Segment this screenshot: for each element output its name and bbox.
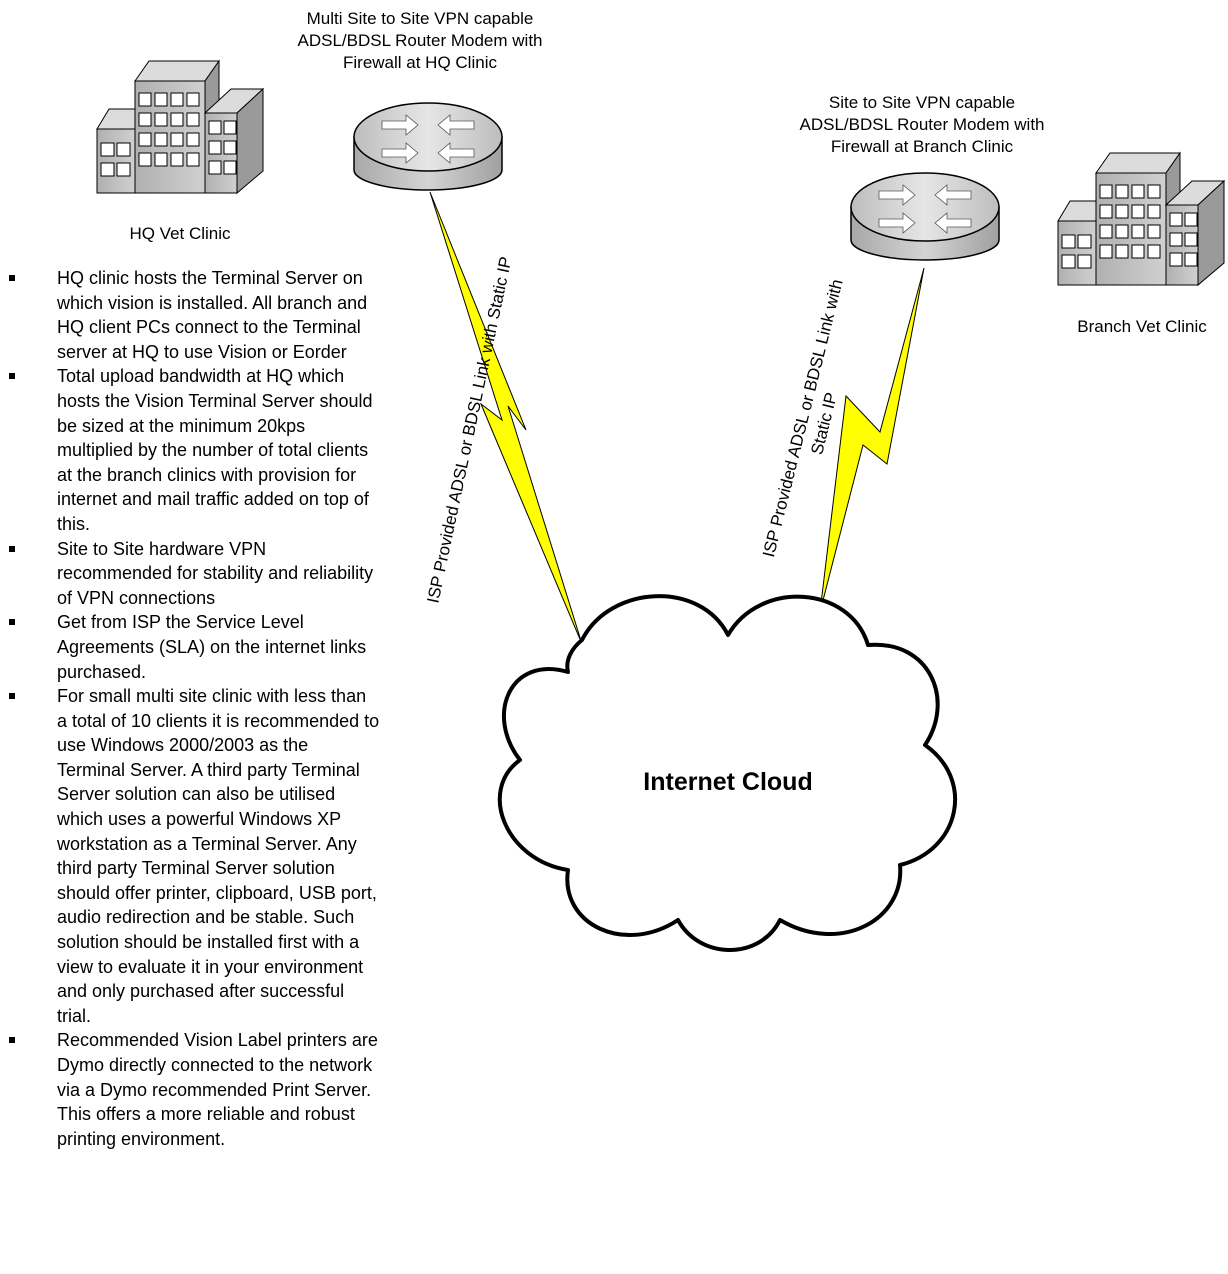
bullet-marker-icon [9, 1037, 15, 1044]
note-text: HQ clinic hosts the Terminal Server on w… [57, 268, 368, 362]
note-text: Total upload bandwidth at HQ which hosts… [57, 366, 373, 534]
note-item: Get from ISP the Service Level Agreement… [0, 610, 380, 684]
internet-cloud-label: Internet Cloud [643, 768, 813, 796]
note-text: Site to Site hardware VPN recommended fo… [57, 538, 374, 608]
note-text: For small multi site clinic with less th… [57, 686, 380, 1026]
hq-router-label: Multi Site to Site VPN capable ADSL/BDSL… [297, 9, 543, 72]
bullet-marker-icon [9, 545, 15, 552]
bullet-marker-icon [9, 275, 15, 281]
note-item: Recommended Vision Label printers are Dy… [0, 1028, 380, 1151]
note-item: Site to Site hardware VPN recommended fo… [0, 537, 380, 611]
bullet-marker-icon [9, 373, 15, 380]
hq-building-icon [96, 59, 265, 195]
note-text: Get from ISP the Service Level Agreement… [57, 612, 367, 682]
hq-clinic-label: HQ Vet Clinic [129, 224, 231, 243]
bullet-marker-icon [9, 619, 15, 626]
branch-clinic-label: Branch Vet Clinic [1077, 317, 1207, 336]
notes-list: HQ clinic hosts the Terminal Server on w… [0, 266, 380, 1151]
bullet-marker-icon [9, 693, 15, 700]
branch-router-icon [850, 172, 1000, 261]
hq-router-icon [353, 102, 503, 191]
note-item: For small multi site clinic with less th… [0, 684, 380, 1028]
note-item: Total upload bandwidth at HQ which hosts… [0, 364, 380, 536]
branch-building-icon [1057, 151, 1226, 287]
note-item: HQ clinic hosts the Terminal Server on w… [0, 266, 380, 364]
note-text: Recommended Vision Label printers are Dy… [57, 1030, 378, 1149]
internet-cloud-shape [497, 594, 958, 952]
branch-router-label: Site to Site VPN capable ADSL/BDSL Route… [799, 93, 1045, 156]
